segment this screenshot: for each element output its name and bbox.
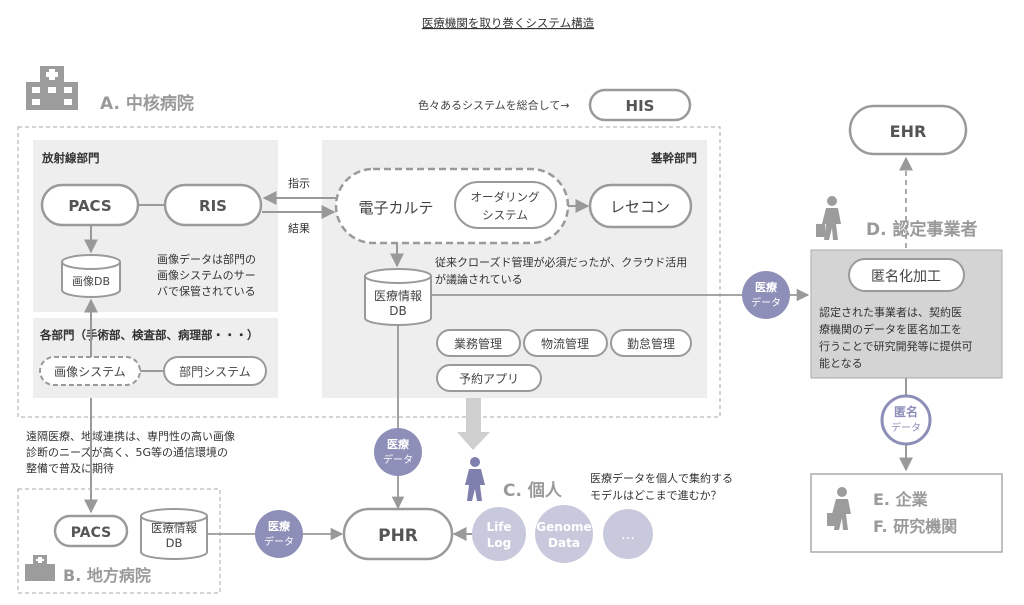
genome-data-line-2: Data — [548, 536, 580, 550]
ordering-label-2: システム — [482, 208, 528, 222]
remote-note-line-2: 診断のニーズが高く、5G等の通信環境の — [26, 445, 228, 459]
life-log-circle[interactable] — [472, 507, 526, 561]
image-system-label: 画像システム — [54, 365, 126, 379]
departments-title: 各部門（手術部、検査部、病理部・・・） — [39, 328, 259, 342]
med-db-b-label-2: DB — [166, 536, 183, 550]
diagram-title: 医療機関を取り巻くシステム構造 — [422, 16, 595, 30]
result-label: 結果 — [288, 221, 310, 235]
instruction-label: 指示 — [288, 176, 310, 190]
radiology-note-line-2: 画像システムのサー — [157, 269, 256, 282]
image-db-label: 画像DB — [72, 275, 110, 288]
anon-data-badge-line-2: データ — [891, 421, 921, 434]
individual-note-line-1: 医療データを個人で集約する — [590, 471, 733, 485]
module-logistics-box[interactable] — [523, 329, 608, 357]
pacs-a-label: PACS — [68, 197, 111, 215]
hospital-b-label: B. 地方病院 — [63, 566, 151, 585]
rececon-box[interactable] — [588, 183, 693, 229]
hospital-icon — [26, 66, 78, 110]
module-attendance-box[interactable] — [610, 329, 692, 357]
certified-note-line-4: 能となる — [819, 356, 863, 370]
med-db-b-label-1: 医療情報 — [151, 521, 197, 535]
certified-note-line-3: 行うことで研究開発等に提供可 — [819, 339, 973, 353]
remote-note-line-3: 整備で普及に期待 — [26, 461, 114, 475]
hospital-a-frame — [17, 126, 721, 418]
his-label: HIS — [626, 97, 655, 115]
module-logistics-label: 物流管理 — [541, 336, 589, 351]
med-data-badge-middle-line-2: データ — [383, 453, 413, 466]
radiology-note-line-3: バで保管されている — [157, 284, 256, 298]
his-note: 色々あるシステムを総合して→ — [418, 98, 570, 112]
image-db-cylinder — [61, 254, 121, 298]
pacs-b-label: PACS — [71, 525, 111, 541]
core-dept-title: 基幹部門 — [650, 151, 697, 165]
person-icon-individual — [465, 457, 485, 501]
genome-data-line-1: Genome — [536, 520, 591, 534]
phr-box[interactable] — [342, 507, 454, 561]
remote-note-line-1: 遠隔医療、地域連携は、専門性の高い画像 — [26, 429, 235, 443]
certified-label: D. 認定事業者 — [866, 219, 978, 240]
med-data-badge-bottom-line-1: 医療 — [268, 519, 291, 533]
life-log-line-2: Log — [487, 536, 511, 550]
anonymization-label: 匿名化加工 — [871, 269, 941, 285]
hospital-b-frame — [17, 488, 221, 594]
med-data-badge-bottom-line-2: データ — [264, 535, 294, 548]
module-business-box[interactable] — [436, 329, 521, 357]
rececon-label: レセコン — [610, 198, 670, 216]
med-db-a-label-2: DB — [389, 304, 406, 318]
module-business-label: 業務管理 — [454, 336, 502, 351]
pacs-b-box[interactable] — [53, 514, 129, 548]
med-data-badge-middle — [374, 428, 422, 476]
life-log-line-1: Life — [486, 520, 511, 534]
anon-data-badge — [880, 394, 932, 446]
hospital-a-label: A. 中核病院 — [100, 93, 194, 114]
anonymization-box[interactable] — [848, 258, 965, 292]
core-note-line-2: が議論されている — [435, 272, 523, 286]
ordering-system-box[interactable] — [454, 181, 557, 229]
more-sources-label: … — [621, 527, 635, 543]
phr-label: PHR — [378, 526, 418, 546]
core-note-line-1: 従来クローズド管理が必須だったが、クラウド活用 — [435, 255, 687, 269]
hospital-icon-b — [25, 555, 55, 581]
med-db-a-label-1: 医療情報 — [374, 289, 422, 303]
enterprise-e-label: E. 企業 — [873, 490, 929, 509]
anon-data-badge-line-1: 匿名 — [894, 404, 918, 419]
dept-system-label: 部門システム — [179, 364, 251, 379]
certified-note-line-1: 認定された事業者は、契約医 — [819, 305, 962, 319]
genome-data-circle[interactable] — [535, 505, 593, 563]
certified-note-line-2: 療機関のデータを匿名加工を — [819, 322, 962, 336]
med-data-badge-right-line-2: データ — [751, 296, 781, 309]
ris-label: RIS — [199, 197, 227, 215]
his-box[interactable] — [588, 88, 692, 122]
module-reservation-box[interactable] — [436, 364, 542, 392]
radiology-note-line-1: 画像データは部門の — [157, 252, 256, 266]
ordering-label-1: オーダリング — [471, 190, 540, 204]
module-attendance-label: 勤怠管理 — [627, 336, 675, 351]
core-to-individual-arrow — [457, 398, 490, 450]
med-data-badge-right — [742, 271, 790, 319]
individual-note-line-2: モデルはどこまで進むか？ — [590, 488, 722, 502]
radiology-dept-title: 放射線部門 — [41, 151, 100, 165]
med-data-badge-bottom — [255, 510, 303, 558]
med-data-badge-middle-line-1: 医療 — [387, 437, 410, 451]
emr-label[interactable]: 電子カルテ — [358, 199, 433, 217]
med-db-b-cylinder — [140, 508, 208, 560]
more-sources-circle[interactable] — [603, 509, 653, 559]
person-icon-certified — [816, 196, 841, 240]
ehr-label: EHR — [890, 122, 927, 141]
person-icon-enterprise — [827, 487, 851, 530]
med-data-badge-right-line-1: 医療 — [755, 280, 778, 294]
individual-label: C. 個人 — [503, 480, 563, 501]
module-reservation-label: 予約アプリ — [459, 371, 519, 386]
enterprise-f-label: F. 研究機関 — [873, 517, 957, 536]
ehr-box[interactable] — [848, 104, 968, 156]
